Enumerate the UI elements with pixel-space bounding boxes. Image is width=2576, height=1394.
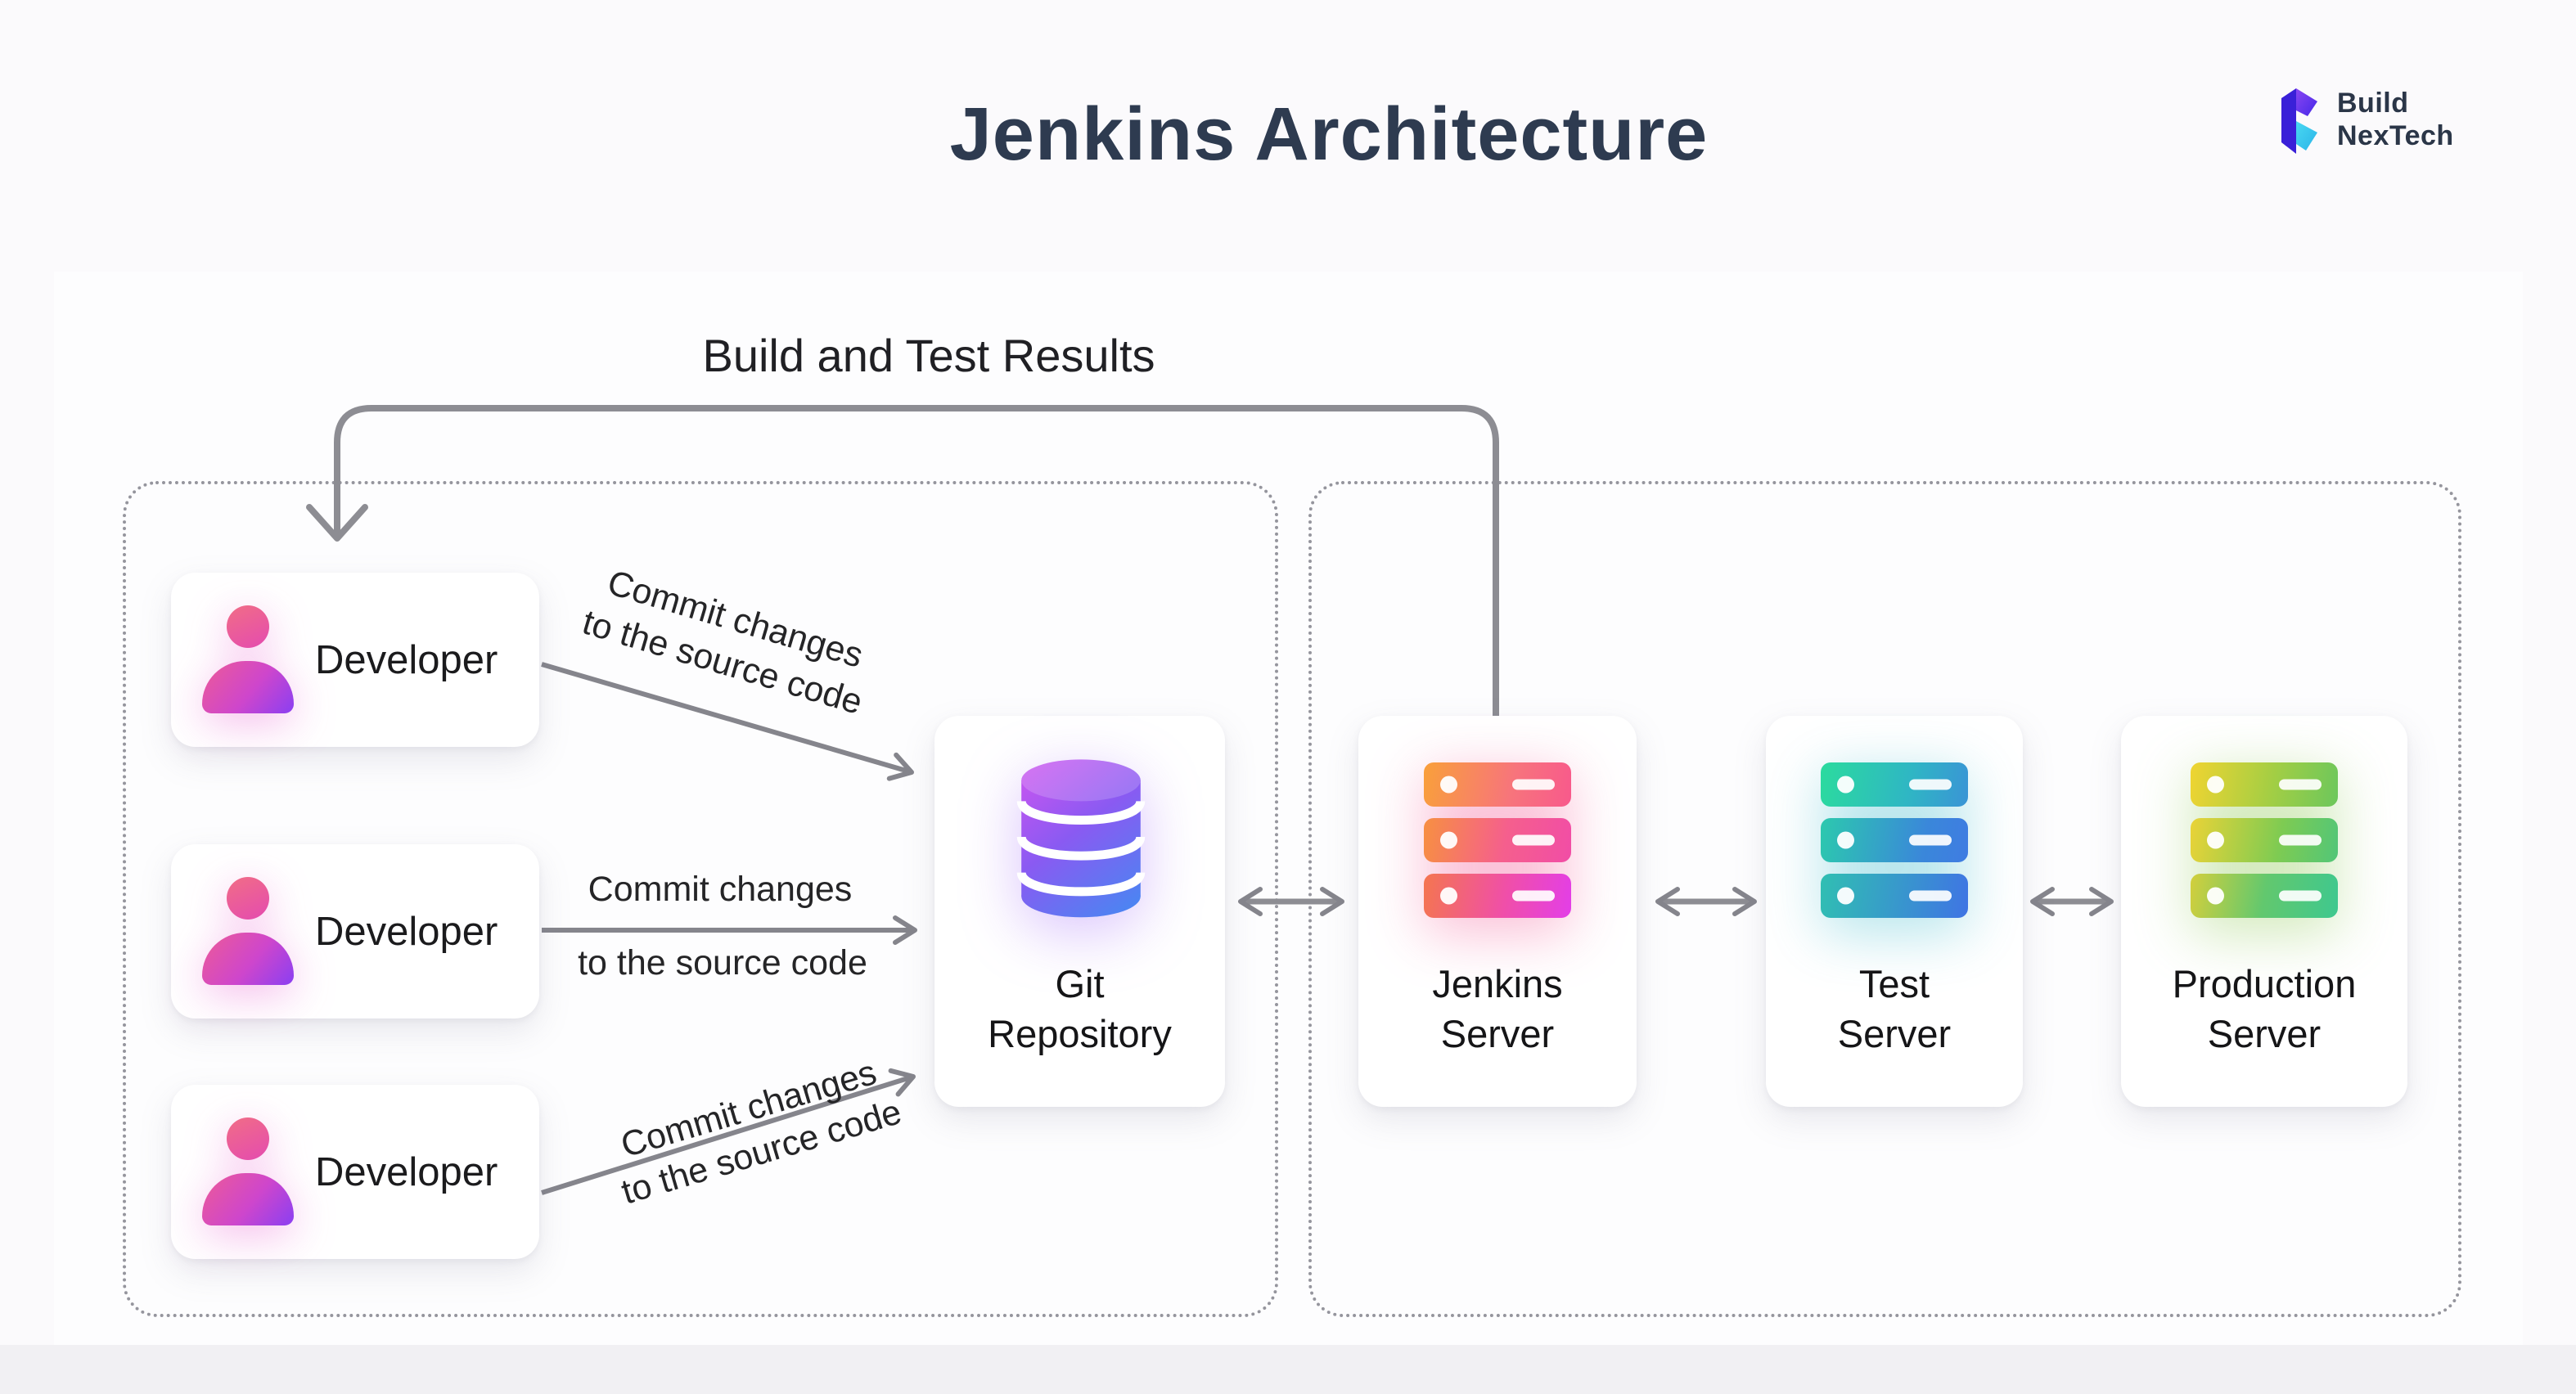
server-bar <box>2191 762 2338 807</box>
server-bar <box>1424 818 1571 862</box>
server-rack-icon <box>1821 762 1968 918</box>
test-server-label: Test Server <box>1766 959 2023 1059</box>
server-bar <box>1424 762 1571 807</box>
developer-card: Developer <box>171 844 539 1019</box>
server-rack-icon <box>1424 762 1571 918</box>
developer-icon <box>202 605 294 713</box>
feedback-arrow-label: Build and Test Results <box>702 330 1155 381</box>
vent-dash-icon <box>1512 890 1555 902</box>
git-repository-label: Git Repository <box>934 959 1225 1059</box>
server-rack-icon <box>2191 762 2338 918</box>
production-label-line1: Production <box>2172 962 2357 1005</box>
production-label-line2: Server <box>2207 1012 2322 1055</box>
server-bar <box>1821 762 1968 807</box>
brand-name-line1: Build <box>2337 88 2409 119</box>
person-head-icon <box>227 1117 269 1160</box>
developer-label: Developer <box>315 1149 498 1194</box>
jenkins-server-label: Jenkins Server <box>1358 959 1637 1059</box>
developer-icon <box>202 1117 294 1225</box>
vent-dash-icon <box>1909 834 1952 846</box>
bottom-strip <box>0 1345 2576 1394</box>
led-dot-icon <box>1440 831 1457 849</box>
page-title: Jenkins Architecture <box>949 92 1709 176</box>
jenkins-label-line2: Server <box>1440 1012 1555 1055</box>
led-dot-icon <box>1440 776 1457 794</box>
developer-icon <box>202 877 294 985</box>
git-label-line1: Git <box>1055 962 1105 1005</box>
person-body-icon <box>202 933 294 985</box>
server-bar <box>1821 874 1968 918</box>
developer-label: Developer <box>315 637 498 682</box>
production-server-card: Production Server <box>2121 716 2407 1107</box>
brand-logo: Build NexTech <box>2273 83 2454 155</box>
buildnextech-logo-icon <box>2281 88 2317 154</box>
git-label-line2: Repository <box>988 1012 1172 1055</box>
person-body-icon <box>202 1173 294 1225</box>
jenkins-server-card: Jenkins Server <box>1358 716 1637 1107</box>
person-head-icon <box>227 605 269 648</box>
led-dot-icon <box>1440 887 1457 905</box>
test-label-line1: Test <box>1858 962 1930 1005</box>
led-dot-icon <box>2207 776 2224 794</box>
brand-logo-text: Build NexTech <box>2337 87 2454 152</box>
server-bar <box>1424 874 1571 918</box>
commit-label-2-line1: Commit changes <box>588 870 853 909</box>
led-dot-icon <box>2207 887 2224 905</box>
server-bar <box>1821 818 1968 862</box>
test-server-card: Test Server <box>1766 716 2023 1107</box>
vent-dash-icon <box>2279 834 2322 846</box>
vent-dash-icon <box>2279 890 2322 902</box>
developer-card: Developer <box>171 1085 539 1259</box>
led-dot-icon <box>1837 776 1854 794</box>
database-icon <box>1016 759 1146 918</box>
production-server-label: Production Server <box>2121 959 2407 1059</box>
vent-dash-icon <box>1909 779 1952 790</box>
led-dot-icon <box>2207 831 2224 849</box>
vent-dash-icon <box>1909 890 1952 902</box>
developer-card: Developer <box>171 573 539 747</box>
person-body-icon <box>202 661 294 713</box>
led-dot-icon <box>1837 831 1854 849</box>
person-head-icon <box>227 877 269 920</box>
server-bar <box>2191 818 2338 862</box>
vent-dash-icon <box>2279 779 2322 790</box>
vent-dash-icon <box>1512 779 1555 790</box>
led-dot-icon <box>1837 887 1854 905</box>
jenkins-label-line1: Jenkins <box>1432 962 1563 1005</box>
git-repository-card: Git Repository <box>934 716 1225 1107</box>
server-bar <box>2191 874 2338 918</box>
brand-name-line2: NexTech <box>2337 120 2454 151</box>
vent-dash-icon <box>1512 834 1555 846</box>
commit-label-2-line2: to the source code <box>578 943 867 983</box>
test-label-line2: Server <box>1837 1012 1952 1055</box>
developer-label: Developer <box>315 909 498 954</box>
